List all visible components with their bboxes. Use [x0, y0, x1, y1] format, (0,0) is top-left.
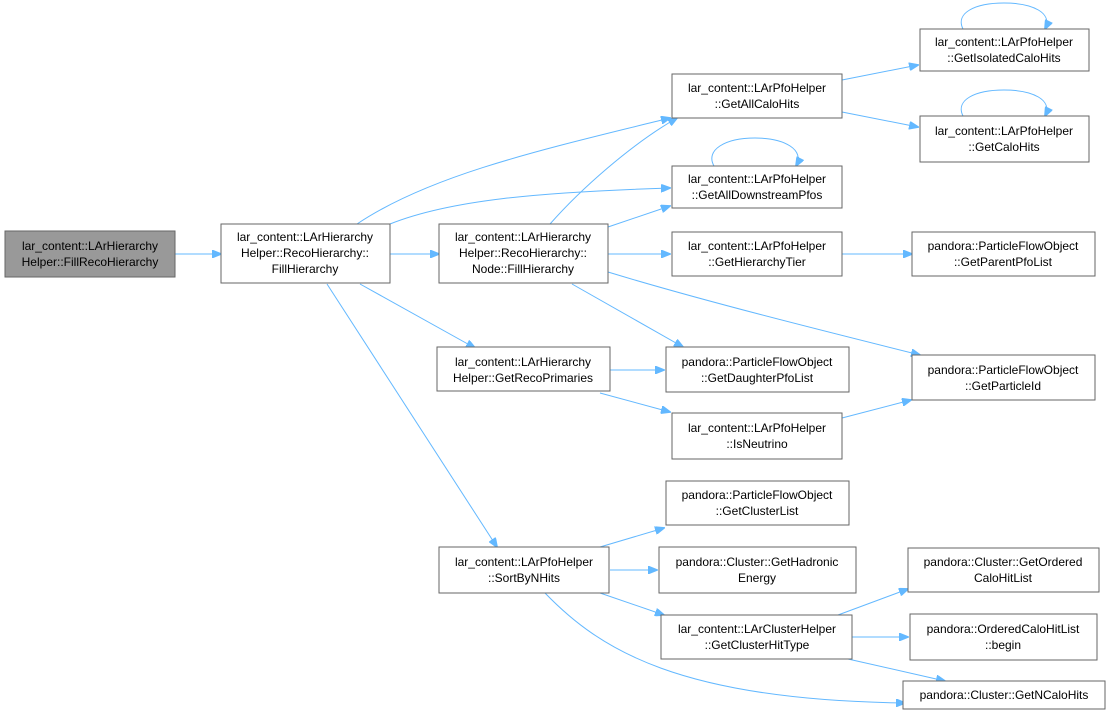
node-label-line: ::SortByNHits	[488, 571, 560, 585]
node-ordered-calo-hit-list-begin[interactable]: pandora::OrderedCaloHitList ::begin	[909, 613, 1098, 661]
edge-get-all-calo-hits-to-get-calo-hits	[841, 111, 918, 127]
node-label-line: ::GetIsolatedCaloHits	[947, 51, 1060, 65]
node-get-hadronic-energy[interactable]: pandora::Cluster::GetHadronic Energy	[658, 546, 857, 594]
node-label-line: lar_content::LArPfoHelper	[688, 81, 826, 95]
node-label-line: pandora::Cluster::GetOrdered	[924, 555, 1083, 569]
node-label-line: lar_content::LArHierarchy	[237, 230, 373, 244]
edge-sort-by-nhits-to-get-cluster-hit-type	[599, 592, 664, 615]
node-sort-by-nhits[interactable]: lar_content::LArPfoHelper ::SortByNHits	[438, 546, 610, 594]
node-get-hierarchy-tier[interactable]: lar_content::LArPfoHelper ::GetHierarchy…	[671, 231, 843, 277]
edge-node-fill-hierarchy-to-get-all-calo-hits	[549, 118, 677, 225]
node-label-line: ::GetAllCaloHits	[715, 97, 800, 111]
call-nodes: lar_content::LArHierarchy Helper::FillRe…	[4, 28, 1106, 710]
node-label-line: lar_content::LArHierarchy	[22, 239, 158, 253]
node-label-line: lar_content::LArPfoHelper	[688, 421, 826, 435]
node-label-line: Helper::RecoHierarchy::	[459, 246, 587, 260]
edge-reco-fill-hierarchy-to-get-reco-primaries	[359, 283, 475, 348]
node-label-line: lar_content::LArHierarchy	[455, 355, 591, 369]
node-get-reco-primaries[interactable]: lar_content::LArHierarchy Helper::GetRec…	[436, 346, 611, 392]
node-fill-reco-hierarchy[interactable]: lar_content::LArHierarchy Helper::FillRe…	[4, 230, 176, 278]
node-label-line: ::GetClusterList	[716, 504, 799, 518]
edge-is-neutrino-to-get-particle-id	[841, 400, 911, 419]
node-label-line: ::GetParticleId	[965, 379, 1041, 393]
node-label-line: pandora::Cluster::GetNCaloHits	[920, 688, 1089, 702]
node-label-line: pandora::ParticleFlowObject	[682, 355, 833, 369]
edge-node-fill-hierarchy-to-get-all-downstream-pfos	[607, 206, 670, 228]
node-label-line: pandora::ParticleFlowObject	[928, 239, 1079, 253]
node-label-line: ::GetClusterHitType	[705, 638, 810, 652]
node-label-line: pandora::ParticleFlowObject	[682, 488, 833, 502]
edge-sort-by-nhits-to-get-n-calo-hits	[544, 592, 905, 703]
node-get-all-calo-hits[interactable]: lar_content::LArPfoHelper ::GetAllCaloHi…	[671, 73, 843, 119]
edge-sort-by-nhits-to-get-cluster-list	[599, 528, 664, 548]
node-label-line: Energy	[738, 571, 776, 585]
call-edges	[175, 2, 1047, 703]
node-label-line: Helper::GetRecoPrimaries	[453, 371, 593, 385]
node-label-line: lar_content::LArPfoHelper	[455, 555, 593, 569]
edge-get-isolated-calo-hits-self-loop	[960, 2, 1047, 29]
edge-reco-fill-hierarchy-to-get-all-downstream-pfos	[389, 188, 670, 225]
node-label-line: lar_content::LArPfoHelper	[935, 124, 1073, 138]
node-label-line: Node::FillHierarchy	[472, 262, 574, 276]
node-label-line: lar_content::LArPfoHelper	[688, 172, 826, 186]
node-get-n-calo-hits[interactable]: pandora::Cluster::GetNCaloHits	[902, 680, 1106, 710]
node-label-line: lar_content::LArClusterHelper	[678, 622, 836, 636]
node-get-cluster-list[interactable]: pandora::ParticleFlowObject ::GetCluster…	[665, 480, 850, 526]
edge-get-all-calo-hits-to-get-isolated-calo-hits	[841, 65, 918, 81]
node-label-line: pandora::ParticleFlowObject	[928, 363, 1079, 377]
node-node-fill-hierarchy[interactable]: lar_content::LArHierarchy Helper::RecoHi…	[438, 223, 609, 284]
node-get-ordered-calo-hit-list[interactable]: pandora::Cluster::GetOrdered CaloHitList	[907, 547, 1100, 593]
node-label-line: Helper::FillRecoHierarchy	[22, 255, 159, 269]
node-get-daughter-pfo-list[interactable]: pandora::ParticleFlowObject ::GetDaughte…	[665, 346, 850, 393]
node-get-parent-pfo-list[interactable]: pandora::ParticleFlowObject ::GetParentP…	[911, 231, 1096, 277]
node-label-line: lar_content::LArPfoHelper	[935, 35, 1073, 49]
edge-node-fill-hierarchy-to-get-particle-id	[607, 271, 920, 355]
node-label-line: ::GetHierarchyTier	[708, 255, 806, 269]
node-label-line: ::GetCaloHits	[968, 140, 1039, 154]
node-label-line: Helper::RecoHierarchy::	[241, 246, 369, 260]
node-label-line: ::begin	[985, 638, 1021, 652]
edge-get-cluster-hit-type-to-get-ordered-calo-hit-list	[837, 589, 908, 616]
node-get-isolated-calo-hits[interactable]: lar_content::LArPfoHelper ::GetIsolatedC…	[919, 28, 1090, 72]
node-label-line: lar_content::LArHierarchy	[455, 230, 591, 244]
node-label-line: CaloHitList	[974, 571, 1033, 585]
node-label-line: ::GetDaughterPfoList	[701, 371, 814, 385]
edge-reco-fill-hierarchy-to-get-all-calo-hits	[356, 118, 670, 225]
edge-get-calo-hits-self-loop	[960, 89, 1047, 116]
node-label-line: FillHierarchy	[272, 262, 339, 276]
node-reco-fill-hierarchy[interactable]: lar_content::LArHierarchy Helper::RecoHi…	[220, 223, 391, 284]
node-label-line: ::GetAllDownstreamPfos	[692, 188, 823, 202]
node-is-neutrino[interactable]: lar_content::LArPfoHelper ::IsNeutrino	[671, 412, 843, 460]
edge-get-all-downstream-pfos-self-loop	[711, 137, 798, 166]
edge-get-cluster-hit-type-to-get-n-calo-hits	[847, 658, 945, 681]
edge-get-reco-primaries-to-is-neutrino	[599, 392, 670, 412]
edge-node-fill-hierarchy-to-get-daughter-pfo-list	[571, 283, 683, 347]
node-label-line: pandora::OrderedCaloHitList	[927, 622, 1080, 636]
node-label-line: ::IsNeutrino	[726, 437, 788, 451]
node-get-cluster-hit-type[interactable]: lar_content::LArClusterHelper ::GetClust…	[660, 614, 853, 660]
node-get-calo-hits[interactable]: lar_content::LArPfoHelper ::GetCaloHits	[919, 115, 1090, 163]
node-label-line: ::GetParentPfoList	[954, 255, 1053, 269]
edge-reco-fill-hierarchy-to-sort-by-nhits	[326, 283, 497, 547]
node-label-line: lar_content::LArPfoHelper	[688, 239, 826, 253]
node-get-all-downstream-pfos[interactable]: lar_content::LArPfoHelper ::GetAllDownst…	[671, 165, 843, 209]
node-label-line: pandora::Cluster::GetHadronic	[676, 555, 839, 569]
node-get-particle-id[interactable]: pandora::ParticleFlowObject ::GetParticl…	[911, 354, 1096, 401]
